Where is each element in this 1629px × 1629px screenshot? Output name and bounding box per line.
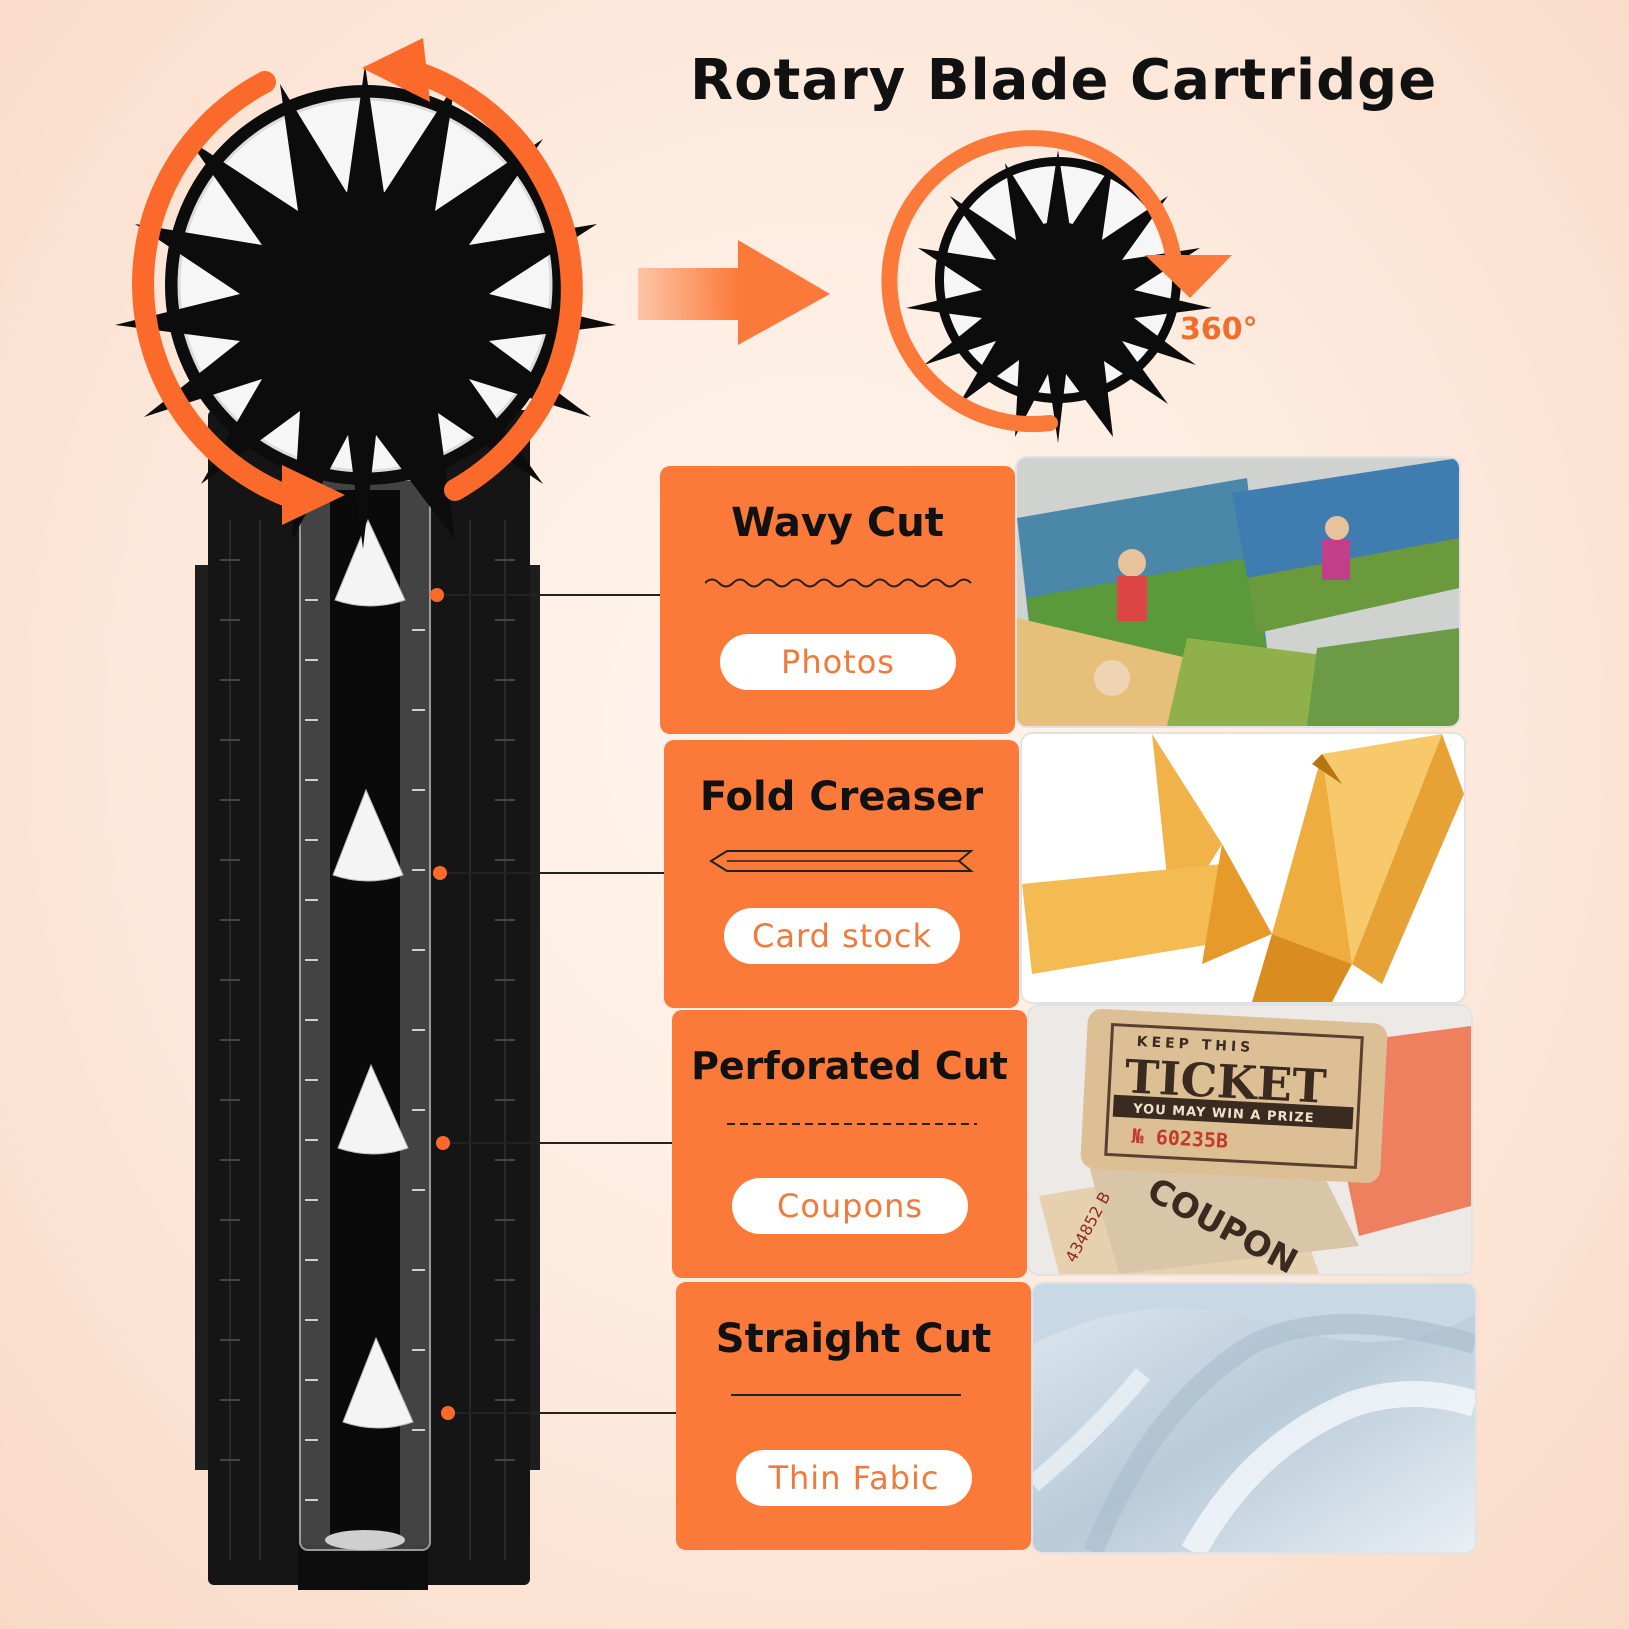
- use-pill: Coupons: [732, 1178, 968, 1234]
- blade-slider-1: [334, 518, 406, 607]
- blade-card-fold-creaser: Fold Creaser Card stock: [664, 740, 1019, 1008]
- large-blade-wheel: [115, 65, 616, 549]
- pointer-dots: [430, 588, 455, 1420]
- fabric-icon: [1031, 1282, 1477, 1554]
- rotate-arrowheads: [282, 38, 430, 525]
- blade-slider-3: [337, 1063, 409, 1155]
- blade-name: Fold Creaser: [699, 774, 984, 820]
- ticket-number: № 60235B: [1130, 1124, 1228, 1153]
- crease-line-icon: [709, 850, 974, 872]
- ticket-top-line: KEEP THIS: [1136, 1034, 1254, 1056]
- blade-name: Wavy Cut: [731, 500, 944, 546]
- small-blade-wheel: [906, 150, 1212, 443]
- ticket-icon: KEEP THIS TICKET YOU MAY WIN A PRIZE № 6…: [1027, 1004, 1473, 1276]
- blade-card-wavy-cut: Wavy Cut Photos: [660, 466, 1015, 734]
- rotation-360-arrow-icon: [881, 130, 1232, 433]
- blade-card-straight-cut: Straight Cut Thin Fabic: [676, 1282, 1031, 1550]
- rotation-label: 360°: [1180, 312, 1258, 347]
- blade-name: Perforated Cut: [691, 1044, 1008, 1088]
- solid-line-icon: [731, 1394, 961, 1396]
- page-title: Rotary Blade Cartridge: [690, 48, 1438, 113]
- blade-card-perforated-cut: Perforated Cut Coupons: [672, 1010, 1027, 1278]
- right-arrow-icon: [638, 240, 830, 345]
- origami-crane-icon: [1020, 732, 1466, 1004]
- blade-name: Straight Cut: [715, 1316, 992, 1362]
- use-pill: Card stock: [724, 908, 960, 964]
- blade-slider-4: [342, 1336, 414, 1429]
- use-pill: Thin Fabic: [736, 1450, 972, 1506]
- dashed-line-icon: [727, 1123, 977, 1125]
- leader-lines: [437, 594, 676, 1414]
- photo-album-icon: [1015, 456, 1461, 728]
- use-pill: Photos: [720, 634, 956, 690]
- ticket-big-word: TICKET: [1123, 1049, 1327, 1113]
- rotate-arrows-icon: [132, 55, 583, 506]
- blade-slider-2: [332, 788, 404, 882]
- wavy-line-icon: [705, 578, 972, 588]
